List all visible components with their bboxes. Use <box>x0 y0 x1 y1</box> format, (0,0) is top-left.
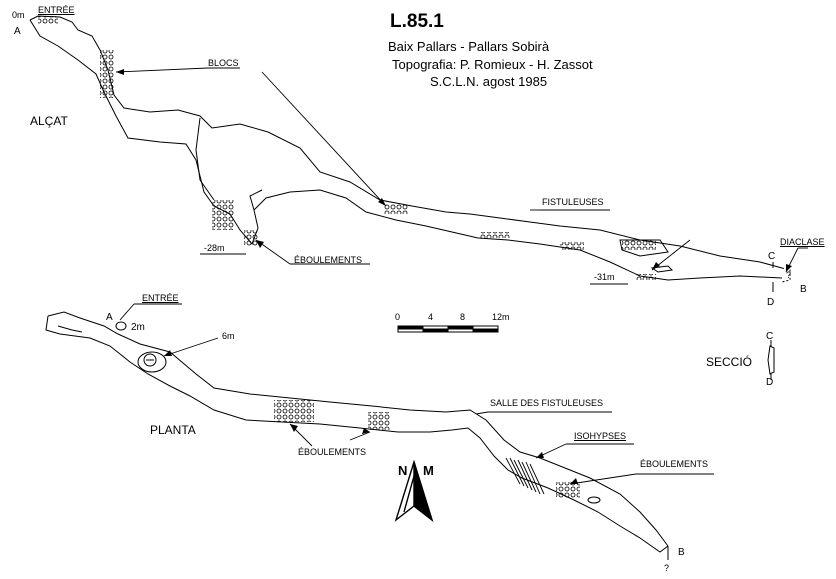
plan-question: ? <box>664 563 670 573</box>
elevation-eboulements-label: ÉBOULEMENTS <box>294 255 363 265</box>
elevation-fistuleuses-label: FISTULEUSES <box>542 197 604 207</box>
elevation-leaders <box>115 67 808 285</box>
survey-authors: Topografia: P. Romieux - H. Zassot <box>392 57 593 72</box>
elevation-point-a: A <box>14 26 21 37</box>
plan-depth-6: 6m <box>222 331 235 341</box>
north-arrow-n: N <box>398 463 408 478</box>
scale-tick-0: 0 <box>395 312 401 322</box>
elevation-blocs-label: BLOCS <box>208 58 239 68</box>
north-arrow-m: M <box>423 463 434 478</box>
elevation-entrance-label: ENTRÉE <box>38 5 75 15</box>
plan-isohypses-label: ISOHYPSES <box>574 431 627 441</box>
plan-eboulements-left-label: ÉBOULEMENTS <box>298 447 367 457</box>
isohypses-contours <box>505 457 545 495</box>
plan-entrance-label: ENTRÉE <box>142 293 179 303</box>
survey-region: Baix Pallars - Pallars Sobirà <box>388 39 550 54</box>
elevation-boulders <box>38 16 656 280</box>
elevation-depth-0: 0m <box>12 10 25 20</box>
plan-eboulements-right-label: ÉBOULEMENTS <box>640 459 709 469</box>
cross-section-label: SECCIÓ <box>706 355 753 369</box>
plan-depth-2: 2m <box>131 322 145 333</box>
elevation-question: ? <box>786 270 792 280</box>
elevation-point-c: C <box>768 251 776 262</box>
elevation-cave-outline <box>29 15 783 281</box>
north-arrow <box>394 459 434 522</box>
elevation-depth-28: -28m <box>204 243 225 253</box>
plan-salle-label: SALLE DES FISTULEUSES <box>490 398 604 408</box>
plan-boulders <box>274 400 580 498</box>
cross-section-point-c: C <box>766 331 774 342</box>
scale-tick-4: 4 <box>428 312 434 322</box>
elevation-depth-31: -31m <box>594 272 615 282</box>
elevation-diaclase-label: DIACLASE <box>780 237 825 247</box>
plan-section-label: PLANTA <box>150 423 196 437</box>
scale-tick-12m: 12m <box>492 312 510 322</box>
plan-point-a: A <box>106 312 113 323</box>
cross-section-outline <box>767 340 775 380</box>
survey-title: L.85.1 <box>390 11 444 32</box>
survey-club-date: S.C.L.N. agost 1985 <box>430 74 548 89</box>
scale-tick-8: 8 <box>460 312 466 322</box>
plan-point-b: B <box>678 547 685 558</box>
elevation-section-label: ALÇAT <box>30 114 68 128</box>
elevation-point-b: B <box>800 284 807 295</box>
elevation-point-d: D <box>767 297 775 308</box>
plan-cave-outline <box>45 311 669 553</box>
cross-section-point-d: D <box>766 377 774 388</box>
scale-bar <box>397 325 499 333</box>
plan-leaders <box>119 303 714 485</box>
